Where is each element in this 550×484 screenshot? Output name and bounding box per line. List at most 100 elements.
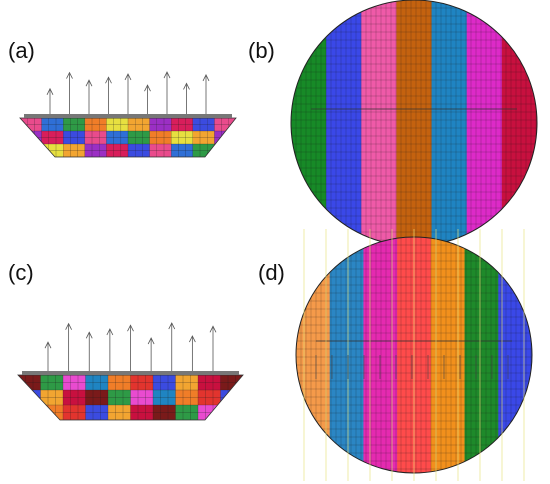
slab-block: [85, 405, 109, 420]
slab-block: [130, 390, 154, 406]
arrow-head: [44, 341, 52, 349]
slab-block: [63, 375, 86, 391]
mesh-region: [501, 0, 537, 246]
slab-block: [153, 390, 176, 406]
slab-block: [84, 131, 107, 145]
arrow-head: [147, 337, 155, 345]
arrow-head: [189, 335, 196, 343]
arrow-head: [85, 331, 93, 339]
panel-label-d: (d): [258, 260, 285, 285]
slab-block: [128, 144, 151, 157]
slab-block: [106, 144, 129, 157]
slab-block: [149, 144, 172, 157]
arrow-head: [85, 79, 93, 87]
slab-block: [175, 390, 199, 406]
slab-block: [108, 390, 131, 406]
mesh-region: [464, 237, 499, 473]
top-plate: [24, 114, 232, 118]
slab-block: [40, 375, 64, 391]
slab-block: [18, 390, 41, 406]
panel-b-top-view: [290, 0, 538, 247]
mesh-body: [291, 0, 537, 246]
slab-block: [18, 375, 41, 391]
slab-block: [18, 405, 41, 420]
mesh-region: [430, 237, 466, 473]
arrow-head: [46, 87, 54, 95]
panel-label-c: (c): [8, 260, 34, 285]
slab-block: [20, 144, 43, 157]
arrow-head: [183, 82, 190, 90]
arrow-head: [106, 328, 114, 336]
arrow-head: [65, 322, 72, 330]
slab-block: [171, 131, 194, 145]
slab-block: [85, 390, 109, 406]
mesh-region: [363, 237, 398, 473]
slab-block: [130, 375, 154, 391]
slab-block: [192, 118, 215, 132]
slab-block: [41, 131, 64, 145]
panel-d-top-view: [295, 229, 533, 481]
arrow-head: [209, 325, 217, 333]
slab-block: [130, 405, 154, 420]
slab-block: [175, 405, 199, 420]
slab-block: [85, 375, 109, 391]
slab-block: [20, 118, 43, 132]
slab-block: [198, 375, 221, 391]
slab-block: [214, 118, 236, 132]
arrow-head: [105, 76, 112, 84]
slab-block: [63, 405, 86, 420]
slab-block: [106, 131, 129, 145]
slab-block: [106, 118, 129, 132]
slab-block: [198, 405, 221, 420]
arrow-head: [202, 73, 210, 82]
slab-block: [63, 390, 86, 406]
slab-block: [108, 405, 131, 420]
mesh-region: [326, 0, 362, 246]
slab-block: [41, 118, 64, 132]
slab-block: [153, 405, 176, 420]
mesh-region: [329, 237, 364, 473]
arrow-head: [124, 73, 132, 81]
slab-block: [214, 131, 236, 145]
slab-block: [198, 390, 221, 406]
slab-body: [20, 118, 236, 157]
mesh-region: [498, 237, 532, 473]
arrow-head: [168, 322, 176, 330]
slab-block: [149, 118, 172, 132]
slab-block: [171, 144, 194, 157]
mesh-region: [396, 0, 433, 246]
slab-block: [214, 144, 236, 157]
slab-block: [128, 118, 151, 132]
arrow-head: [163, 71, 171, 79]
slab-block: [20, 131, 43, 145]
slab-body: [18, 375, 243, 420]
slab-block: [149, 131, 172, 145]
slab-block: [192, 131, 215, 145]
mesh-region: [466, 0, 503, 246]
slab-block: [63, 118, 86, 132]
slab-block: [128, 131, 151, 145]
slab-block: [108, 375, 131, 391]
slab-block: [84, 144, 107, 157]
mesh-region: [291, 0, 327, 246]
mesh-region: [431, 0, 468, 246]
arrow-head: [66, 71, 73, 79]
slab-block: [192, 144, 215, 157]
slab-block: [40, 405, 64, 420]
panel-a-side-view: [19, 71, 237, 158]
arrow-head: [127, 324, 134, 332]
slab-block: [63, 131, 86, 145]
slab-block: [171, 118, 194, 132]
mesh-region: [361, 0, 397, 246]
top-plate: [22, 371, 239, 375]
slab-block: [84, 118, 107, 132]
arrow-head: [144, 84, 151, 92]
slab-block: [153, 375, 176, 391]
panel-label-a: (a): [8, 38, 35, 63]
panel-c-side-view: [17, 322, 244, 421]
panel-label-b: (b): [248, 38, 275, 63]
slab-block: [63, 144, 86, 157]
slab-block: [220, 405, 243, 420]
slab-block: [40, 390, 64, 406]
